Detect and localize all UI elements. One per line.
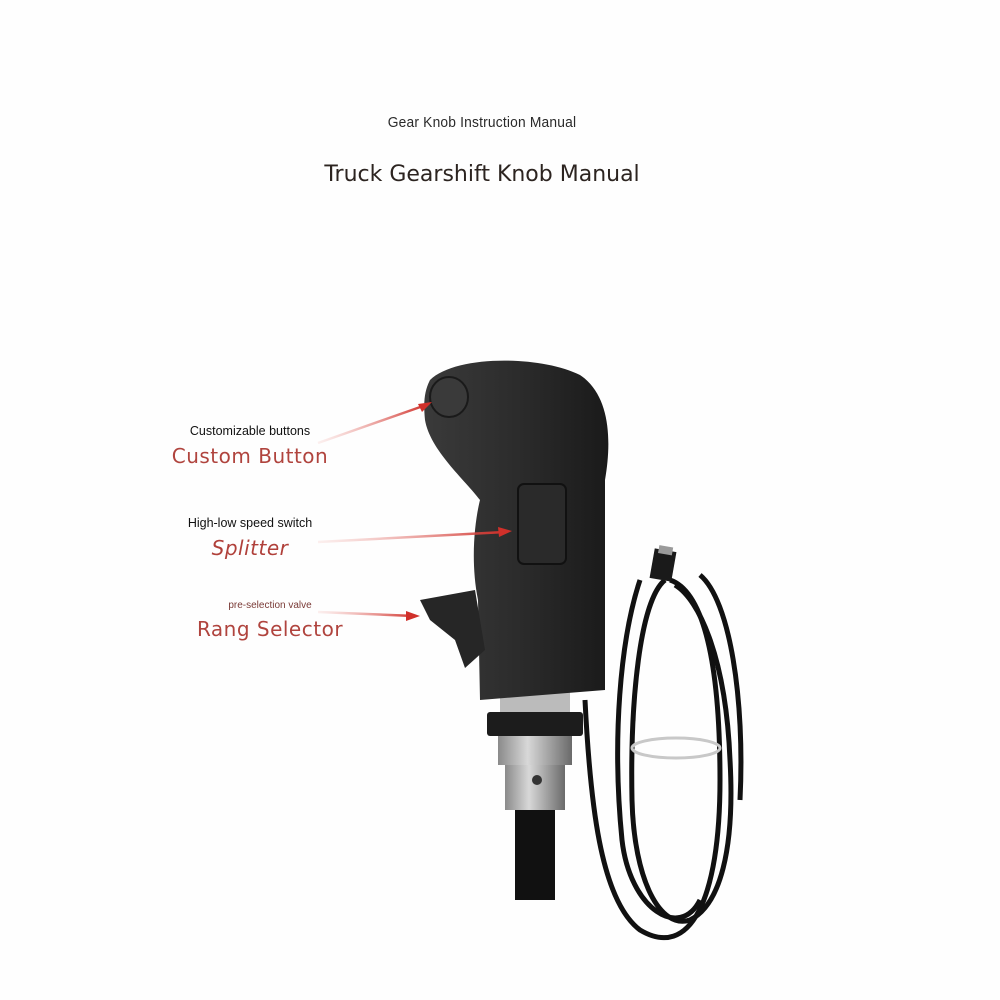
callout-name: Custom Button	[171, 444, 329, 468]
callout-name: Rang Selector	[196, 617, 344, 641]
usb-plug	[649, 545, 677, 582]
usb-cable	[582, 573, 744, 941]
range-selector-lever	[420, 590, 485, 668]
custom-button	[429, 376, 469, 418]
callout-arrows	[317, 402, 512, 621]
callout-custom-button: Customizable buttons Custom Button	[160, 424, 340, 468]
callout-range-selector: pre-selection valve Rang Selector	[180, 600, 360, 641]
metal-collar	[505, 760, 565, 810]
shaft	[515, 805, 555, 900]
callout-description: Customizable buttons	[189, 424, 311, 438]
document-title: Truck Gearshift Knob Manual	[324, 162, 640, 187]
document-subtitle: Gear Knob Instruction Manual	[387, 114, 577, 131]
knob-body	[424, 360, 609, 700]
callout-description: High-low speed switch	[187, 516, 313, 530]
callout-description: pre-selection valve	[228, 600, 312, 611]
cable-tie	[630, 736, 722, 760]
callout-splitter: High-low speed switch Splitter	[160, 516, 340, 560]
callout-name: Splitter	[211, 536, 289, 560]
splitter-switch	[517, 483, 567, 565]
